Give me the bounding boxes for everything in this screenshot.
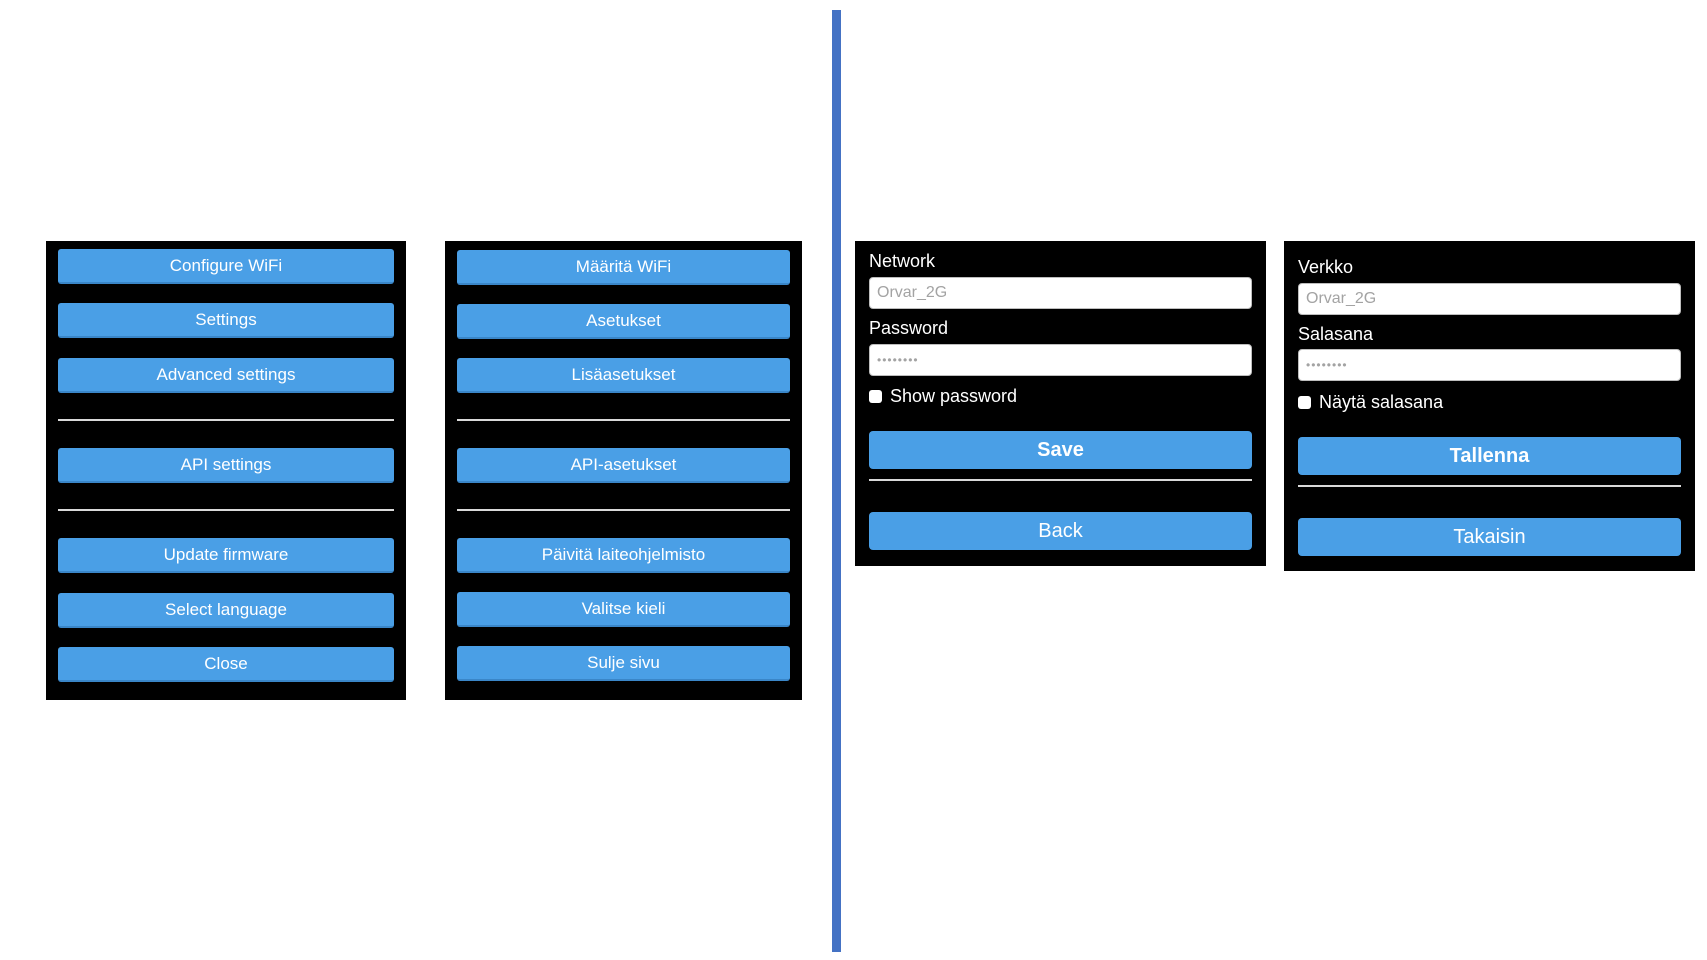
back-button[interactable]: Takaisin [1298, 518, 1681, 556]
save-button[interactable]: Tallenna [1298, 437, 1681, 475]
update-firmware-button[interactable]: Update firmware [58, 538, 394, 573]
network-input[interactable]: Orvar_2G [869, 277, 1252, 309]
show-password-checkbox[interactable] [869, 390, 882, 403]
show-password-checkbox[interactable] [1298, 396, 1311, 409]
password-label: Password [869, 318, 949, 338]
back-button[interactable]: Back [869, 512, 1252, 550]
api-settings-button[interactable]: API settings [58, 448, 394, 483]
settings-button[interactable]: Asetukset [457, 304, 790, 339]
wifi-panel-en: Network Orvar_2G Password •••••••• Show … [855, 241, 1266, 566]
advanced-settings-button[interactable]: Lisäasetukset [457, 358, 790, 393]
close-button[interactable]: Close [58, 647, 394, 682]
save-button[interactable]: Save [869, 431, 1252, 469]
section-divider [832, 10, 841, 952]
network-label: Network [869, 251, 936, 271]
network-label: Verkko [1298, 257, 1354, 277]
configure-wifi-button[interactable]: Configure WiFi [58, 249, 394, 284]
menu-divider [457, 509, 790, 511]
advanced-settings-button[interactable]: Advanced settings [58, 358, 394, 393]
configure-wifi-button[interactable]: Määritä WiFi [457, 250, 790, 285]
menu-divider [58, 419, 394, 421]
api-settings-button[interactable]: API-asetukset [457, 448, 790, 483]
menu-panel-fi: Määritä WiFi Asetukset Lisäasetukset API… [445, 241, 802, 700]
form-divider [869, 479, 1252, 481]
show-password-label: Näytä salasana [1319, 392, 1444, 412]
select-language-button[interactable]: Select language [58, 593, 394, 628]
show-password-row[interactable]: Näytä salasana [1298, 392, 1443, 413]
settings-button[interactable]: Settings [58, 303, 394, 338]
select-language-button[interactable]: Valitse kieli [457, 592, 790, 627]
show-password-row[interactable]: Show password [869, 386, 1017, 407]
password-label: Salasana [1298, 324, 1374, 344]
menu-panel-en: Configure WiFi Settings Advanced setting… [46, 241, 406, 700]
menu-divider [457, 419, 790, 421]
menu-divider [58, 509, 394, 511]
password-input[interactable]: •••••••• [869, 344, 1252, 376]
update-firmware-button[interactable]: Päivitä laiteohjelmisto [457, 538, 790, 573]
form-divider [1298, 485, 1681, 487]
show-password-label: Show password [890, 386, 1018, 406]
password-input[interactable]: •••••••• [1298, 349, 1681, 381]
wifi-panel-fi: Verkko Orvar_2G Salasana •••••••• Näytä … [1284, 241, 1695, 571]
close-button[interactable]: Sulje sivu [457, 646, 790, 681]
network-input[interactable]: Orvar_2G [1298, 283, 1681, 315]
